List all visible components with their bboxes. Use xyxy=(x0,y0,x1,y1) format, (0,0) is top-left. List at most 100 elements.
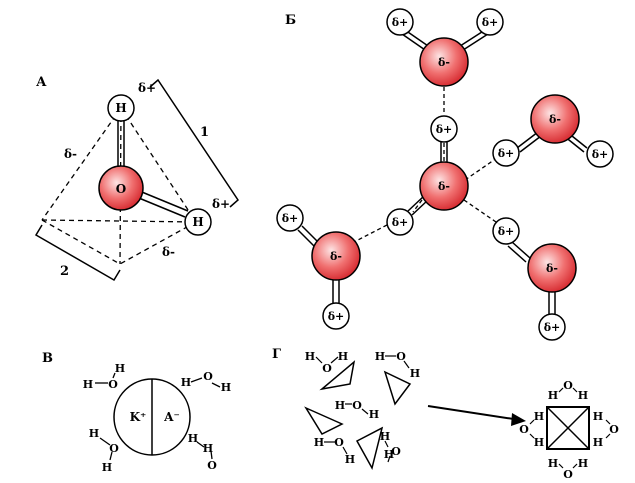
b-hydrogen-4 xyxy=(386,208,414,236)
panel-a-label: А xyxy=(36,75,47,90)
ice-cell-diag-2 xyxy=(546,406,590,450)
transition-arrow xyxy=(427,405,521,421)
b-oxygen-left-label: δ- xyxy=(330,250,342,263)
d-w2-o: O xyxy=(396,350,406,363)
c-w3-h1: H xyxy=(89,427,99,440)
b-hydrogen-7 xyxy=(276,204,304,232)
d-w4-h1: H xyxy=(314,436,324,449)
d-w4-h2: H xyxy=(345,453,355,466)
b-hydrogen-5 xyxy=(492,139,520,167)
dimension-2-label: 2 xyxy=(60,264,69,279)
b-hydrogen-6 xyxy=(586,140,614,168)
d-w3-h2: H xyxy=(369,408,379,421)
dimension-2 xyxy=(34,224,121,282)
d-cell-bottom-h2: H xyxy=(578,457,588,470)
d-cell-top-h1: H xyxy=(548,389,558,402)
d-cell-bonds xyxy=(529,387,611,469)
charge-bottom: δ- xyxy=(162,245,175,259)
oh-bonds xyxy=(117,120,189,218)
b-hydrogen-1-label: δ+ xyxy=(392,16,409,29)
b-hydrogen-9-label: δ+ xyxy=(498,225,515,238)
b-hydrogen-10-label: δ+ xyxy=(544,321,561,334)
charge-left: δ- xyxy=(64,147,77,161)
c-w3-o: O xyxy=(109,442,119,455)
c-w4-o: O xyxy=(207,459,217,472)
oxygen-atom xyxy=(98,165,144,211)
d-cell-right-h2: H xyxy=(593,436,603,449)
d-w2-h2: H xyxy=(410,367,420,380)
panel-d-label: Г xyxy=(272,347,281,362)
d-w5-o: O xyxy=(391,445,401,458)
tetrahedron-edges xyxy=(41,107,197,265)
b-oxygen-center-label: δ- xyxy=(438,180,450,193)
oxygen-label: O xyxy=(116,182,126,196)
c-water-bonds xyxy=(95,372,221,461)
b-hydrogen-9 xyxy=(492,217,520,245)
d-w1-h2: H xyxy=(338,350,348,363)
b-oxygen-top xyxy=(419,37,469,87)
cation-label: K⁺ xyxy=(130,410,147,424)
b-oxygen-bottom-right-label: δ- xyxy=(546,262,558,275)
d-cell-left-o: O xyxy=(519,423,529,436)
d-w5-h1: H xyxy=(380,430,390,443)
d-w1-h1: H xyxy=(305,350,315,363)
b-hydrogen-2-label: δ+ xyxy=(482,16,499,29)
panel-d: Г H O H H O H H O H H xyxy=(272,347,619,481)
c-w1-h1: H xyxy=(115,362,125,375)
d-cell-right-o: O xyxy=(609,423,619,436)
charge-right: δ+ xyxy=(212,197,230,211)
anion-label: A⁻ xyxy=(163,410,180,424)
hydrogen-bonds xyxy=(353,87,497,243)
b-hydrogen-7-label: δ+ xyxy=(282,212,299,225)
d-cell-bottom-h1: H xyxy=(548,457,558,470)
c-w1-o: O xyxy=(108,378,118,391)
d-cell-left-h1: H xyxy=(534,410,544,423)
b-hydrogen-2 xyxy=(476,8,504,36)
dimension-1-label: 1 xyxy=(200,125,209,140)
b-hydrogen-10 xyxy=(538,313,566,341)
d-cell-bottom-o: O xyxy=(563,468,573,481)
b-hydrogen-8-label: δ+ xyxy=(328,310,345,323)
panel-b-label: Б xyxy=(285,13,296,28)
panel-c: В K⁺ A⁻ H O H H O H H O H H H O xyxy=(42,351,231,474)
b-oxygen-left xyxy=(311,231,361,281)
charge-top: δ+ xyxy=(138,81,156,95)
d-w3-o: O xyxy=(352,399,362,412)
d-cell-top-o: O xyxy=(563,379,573,392)
b-hydrogen-4-label: δ+ xyxy=(392,216,409,229)
c-w4-h2: H xyxy=(203,442,213,455)
d-triangles xyxy=(304,360,412,471)
b-hydrogen-5-label: δ+ xyxy=(498,147,515,160)
d-w2-h1: H xyxy=(375,350,385,363)
b-hydrogen-3 xyxy=(430,115,458,143)
b-hydrogen-3-label: δ+ xyxy=(436,123,453,136)
b-oxygen-right-top xyxy=(530,94,580,144)
b-oxygen-bottom-right xyxy=(527,243,577,293)
d-w3-h1: H xyxy=(335,399,345,412)
c-w3-h2: H xyxy=(102,461,112,474)
d-cell-top-h2: H xyxy=(578,389,588,402)
d-w1-o: O xyxy=(322,362,332,375)
panel-a: А 1 2 H H xyxy=(34,75,239,282)
b-hydrogen-1 xyxy=(386,8,414,36)
arrow-head xyxy=(511,413,526,426)
d-cell-left-h2: H xyxy=(534,436,544,449)
c-w1-h2: H xyxy=(83,378,93,391)
d-cell-right-h1: H xyxy=(593,410,603,423)
dimension-1 xyxy=(149,78,239,208)
hydrogen-top-label: H xyxy=(115,101,126,115)
d-w5-h2: H xyxy=(384,448,394,461)
b-oxygen-center xyxy=(419,161,469,211)
b-oxygen-right-top-label: δ- xyxy=(549,113,561,126)
c-w2-h1: H xyxy=(181,376,191,389)
d-w4-o: O xyxy=(334,436,344,449)
panel-b: Б xyxy=(276,8,614,341)
c-w2-o: O xyxy=(203,370,213,383)
hydrogen-atom-top xyxy=(107,94,135,122)
hydrogen-atom-right xyxy=(184,208,212,236)
c-w4-h1: H xyxy=(188,432,198,445)
b-hydrogen-6-label: δ+ xyxy=(592,148,609,161)
panel-c-label: В xyxy=(42,351,53,366)
